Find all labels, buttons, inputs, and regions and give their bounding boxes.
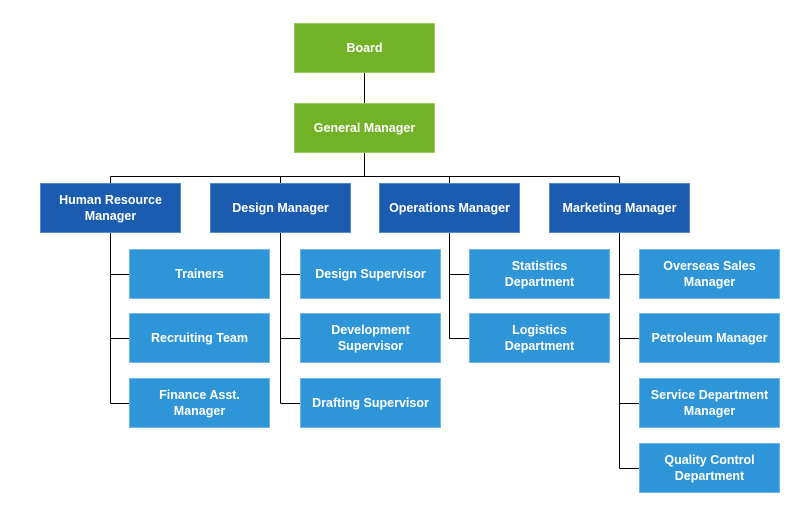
org-node-trainers[interactable]: Trainers xyxy=(129,249,270,299)
org-node-operations-manager[interactable]: Operations Manager xyxy=(379,183,520,233)
org-node-development-supervisor-label: Development Supervisor xyxy=(331,322,410,353)
org-node-design-manager[interactable]: Design Manager xyxy=(210,183,351,233)
connector-operations-branch xyxy=(449,233,469,339)
org-node-petroleum-manager-label: Petroleum Manager xyxy=(651,330,768,345)
org-node-hr-manager[interactable]: Human Resource Manager xyxy=(40,183,181,233)
org-node-marketing-manager[interactable]: Marketing Manager xyxy=(549,183,690,233)
org-node-service-department-manager-label: Service Department Manager xyxy=(650,387,769,418)
org-node-logistics-department-label: Logistics Department xyxy=(504,322,575,353)
org-node-board[interactable]: Board xyxy=(294,23,435,73)
org-node-general-manager[interactable]: General Manager xyxy=(294,103,435,153)
org-node-drafting-supervisor-label: Drafting Supervisor xyxy=(312,395,429,410)
org-node-finance-asst-manager[interactable]: Finance Asst. Manager xyxy=(129,378,270,428)
connector-design-branch xyxy=(280,233,300,404)
org-node-petroleum-manager[interactable]: Petroleum Manager xyxy=(639,313,780,363)
org-node-recruiting-team[interactable]: Recruiting Team xyxy=(129,313,270,363)
org-node-service-department-manager[interactable]: Service Department Manager xyxy=(639,378,780,428)
org-node-finance-asst-manager-label: Finance Asst. Manager xyxy=(159,387,240,418)
org-node-drafting-supervisor[interactable]: Drafting Supervisor xyxy=(300,378,441,428)
org-node-design-supervisor-label: Design Supervisor xyxy=(315,266,426,281)
org-node-general-manager-label: General Manager xyxy=(313,120,416,135)
org-node-design-manager-label: Design Manager xyxy=(232,200,329,215)
org-node-board-label: Board xyxy=(346,40,383,55)
org-node-design-supervisor[interactable]: Design Supervisor xyxy=(300,249,441,299)
org-node-overseas-sales-manager-label: Overseas Sales Manager xyxy=(663,258,756,289)
org-node-recruiting-team-label: Recruiting Team xyxy=(150,330,248,345)
connector-gm-managers xyxy=(110,153,620,183)
org-node-quality-control-department[interactable]: Quality Control Department xyxy=(639,443,780,493)
org-node-trainers-label: Trainers xyxy=(175,266,224,281)
org-node-overseas-sales-manager[interactable]: Overseas Sales Manager xyxy=(639,249,780,299)
org-node-logistics-department[interactable]: Logistics Department xyxy=(469,313,610,363)
connector-hr-branch xyxy=(110,233,129,404)
org-node-statistics-department-label: Statistics Department xyxy=(504,258,575,289)
org-node-development-supervisor[interactable]: Development Supervisor xyxy=(300,313,441,363)
connector-marketing-branch xyxy=(619,233,639,469)
org-node-hr-manager-label: Human Resource Manager xyxy=(59,192,162,223)
org-node-marketing-manager-label: Marketing Manager xyxy=(562,200,677,215)
org-node-statistics-department[interactable]: Statistics Department xyxy=(469,249,610,299)
org-node-operations-manager-label: Operations Manager xyxy=(389,200,510,215)
org-node-quality-control-department-label: Quality Control Department xyxy=(664,452,755,483)
